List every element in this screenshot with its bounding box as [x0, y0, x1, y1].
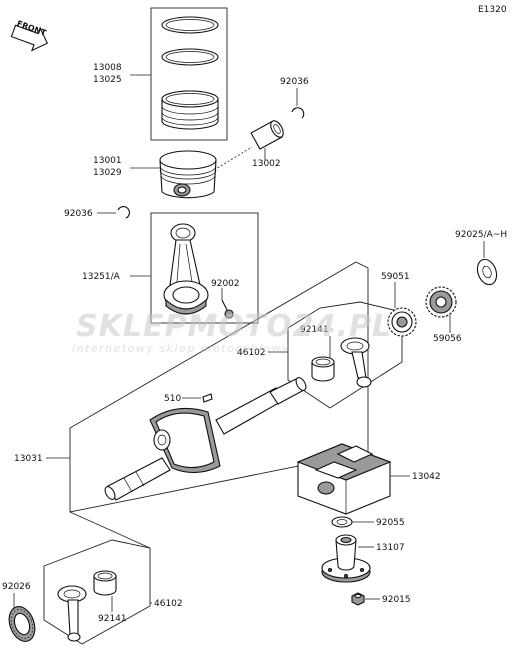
label-46102-top: 46102 — [237, 348, 266, 358]
label-13025: 13025 — [93, 75, 122, 85]
watermark-brand: SKLEPMOTO24.PL — [76, 309, 392, 344]
label-13251: 13251/A — [82, 272, 121, 282]
label-92025: 92025/A~H — [455, 230, 507, 240]
label-13042: 13042 — [412, 472, 441, 482]
front-arrow-icon — [10, 24, 49, 52]
circlip-92036-top — [291, 107, 305, 119]
watermark: SKLEPMOTO24.PL internetowy sklep motocyk… — [72, 309, 392, 355]
flange-13107 — [321, 534, 371, 583]
label-13001: 13001 — [93, 156, 122, 166]
con-rod-bolt — [221, 299, 234, 319]
label-59051: 59051 — [381, 272, 410, 282]
label-510: 510 — [164, 394, 181, 404]
label-92141-bottom: 92141 — [98, 614, 127, 624]
piston-ring-middle — [161, 48, 219, 66]
nut-92015 — [351, 592, 365, 606]
diagram-code: E1320 — [478, 5, 507, 15]
con-rod-box — [150, 212, 259, 324]
con-rod-small-top — [340, 337, 372, 388]
label-46102-bottom: 46102 — [154, 599, 183, 609]
label-92002: 92002 — [211, 279, 240, 289]
label-92015: 92015 — [382, 595, 411, 605]
watermark-tagline: internetowy sklep motocyklowy — [72, 342, 290, 355]
piston-rings-box — [150, 7, 228, 141]
crankshaft — [104, 377, 307, 501]
label-92055: 92055 — [376, 518, 405, 528]
circlip-92036-mid — [117, 206, 130, 219]
shim-92025 — [476, 258, 498, 286]
connecting-rod — [163, 223, 209, 315]
gear-59056 — [425, 286, 457, 318]
piston-ring-oil — [161, 90, 219, 130]
gear-59051 — [387, 307, 417, 337]
piston-pin — [250, 120, 284, 150]
bearing-box-bottom — [43, 539, 151, 645]
label-13029: 13029 — [93, 168, 122, 178]
con-rod-small-bottom — [57, 585, 87, 642]
woodruff-key-510 — [202, 393, 213, 403]
piston-ring-top — [161, 16, 219, 34]
piston — [159, 150, 217, 199]
label-13002: 13002 — [252, 159, 281, 169]
label-13008: 13008 — [93, 63, 122, 73]
label-92141-top: 92141 — [300, 325, 329, 335]
bearing-46102-top — [311, 356, 335, 382]
label-59056: 59056 — [433, 334, 462, 344]
washer-92055 — [331, 516, 353, 528]
label-92026: 92026 — [2, 582, 31, 592]
bearing-46102-bottom — [93, 570, 117, 596]
label-13107: 13107 — [376, 543, 405, 553]
label-13031: 13031 — [14, 454, 43, 464]
crankcase-13042 — [296, 443, 392, 515]
thrust-washer-92026 — [8, 606, 36, 642]
label-92036-top: 92036 — [280, 77, 309, 87]
crankshaft-box — [69, 261, 369, 513]
label-92036-mid: 92036 — [64, 209, 93, 219]
